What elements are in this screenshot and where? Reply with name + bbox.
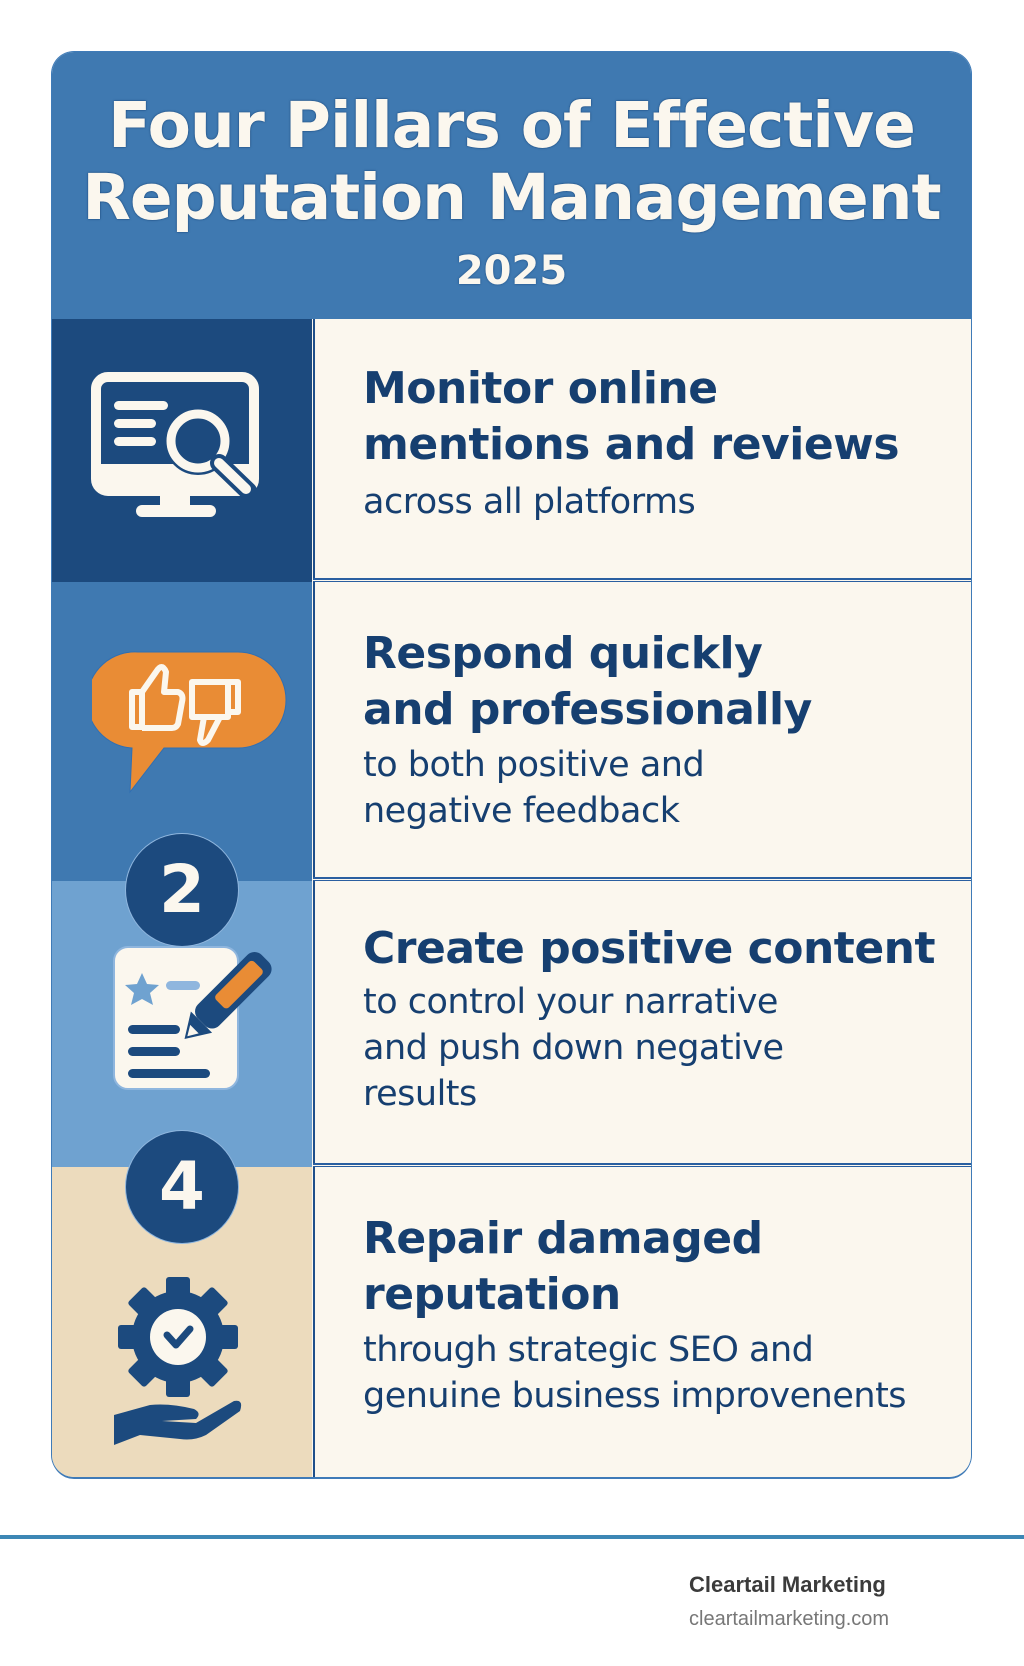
pillar-heading: Repair damaged reputation: [363, 1213, 763, 1320]
footer-divider: [0, 1535, 1024, 1539]
pillar-subtext: to both positive and negative feedback: [363, 745, 705, 831]
pillar-text-panel: Repair damaged reputation through strate…: [313, 1167, 971, 1477]
pillar-icon-panel: [52, 319, 312, 582]
pillar-text-panel: Create positive content to control your …: [313, 881, 971, 1167]
pillar-subtext: through strategic SEO and genuine busine…: [363, 1330, 907, 1416]
year-label: 2025: [455, 248, 568, 294]
footer-url[interactable]: cleartailmarketing.com: [689, 1608, 890, 1630]
pillar-text-panel: Respond quickly and professionally to bo…: [313, 582, 971, 881]
thumbs-up-down-speech-bubble-icon: [92, 651, 287, 794]
pillar-heading: Respond quickly and professionally: [363, 628, 812, 735]
title-line-2: Reputation Management: [82, 161, 941, 234]
footer-brand: Cleartail Marketing: [689, 1572, 886, 1597]
row-divider: [313, 877, 971, 881]
page-title: Four Pillars of Effective Reputation Man…: [52, 90, 971, 234]
title-line-1: Four Pillars of Effective: [108, 89, 916, 162]
gear-check-hand-icon: [114, 1277, 242, 1445]
pillar-heading: Create positive content: [363, 923, 936, 974]
pillar-subtext: to control your narrative and push down …: [363, 982, 784, 1114]
pillar-row-monitor: Monitor online mentions and reviews acro…: [52, 319, 971, 582]
pillar-row-repair: Repair damaged reputation through strate…: [52, 1167, 971, 1477]
row-divider: [313, 578, 971, 582]
document-pencil-icon: [113, 946, 272, 1090]
row-divider: [313, 1163, 971, 1167]
step-badge-4: 4: [126, 1131, 238, 1243]
pillar-icon-panel: [52, 582, 312, 881]
step-badge-2: 2: [126, 834, 238, 946]
pillar-row-respond: Respond quickly and professionally to bo…: [52, 582, 971, 881]
pillar-subtext: across all platforms: [363, 482, 696, 522]
pillar-heading: Monitor online mentions and reviews: [363, 363, 900, 470]
header: Four Pillars of Effective Reputation Man…: [52, 52, 971, 319]
monitor-search-icon: [91, 372, 259, 517]
pillar-text-panel: Monitor online mentions and reviews acro…: [313, 319, 971, 582]
infographic-card: Four Pillars of Effective Reputation Man…: [52, 52, 971, 1477]
